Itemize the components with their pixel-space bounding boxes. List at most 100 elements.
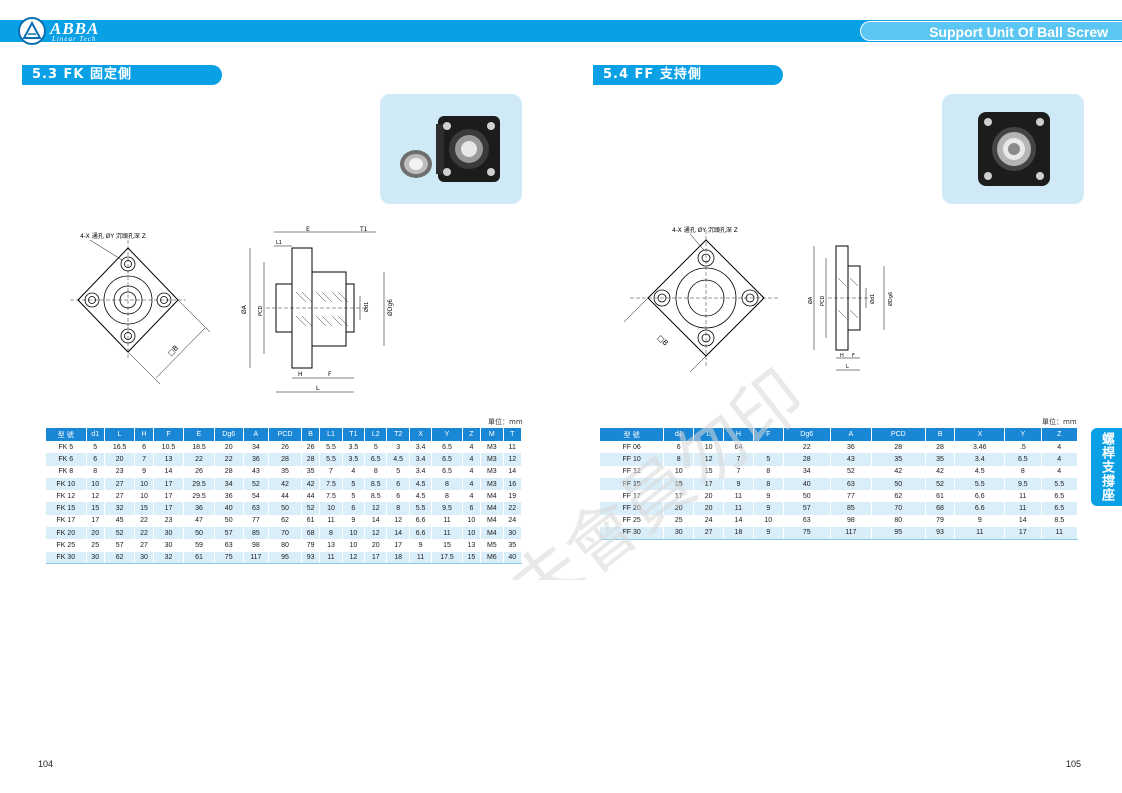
ff-side-drawing: ØA PCD Ød1 ØDg6 H F L	[807, 245, 894, 371]
ff-col-header: Y	[1004, 428, 1042, 441]
page-number-right: 105	[1066, 759, 1082, 769]
table-cell: 10	[342, 539, 366, 552]
table-cell: 9	[753, 490, 784, 503]
table-cell: 20	[104, 453, 136, 466]
fk-unit-label: 單位：mm	[488, 418, 523, 426]
table-cell: 19	[503, 490, 522, 503]
table-cell: 18	[723, 527, 754, 540]
fk-col-header: A	[243, 428, 270, 441]
table-cell: M5	[480, 539, 504, 552]
table-cell: FK 5	[46, 441, 87, 454]
table-cell: 11	[319, 551, 343, 565]
fk-col-header: M	[480, 428, 504, 441]
table-cell: 34	[214, 477, 244, 491]
table-cell: 10	[134, 477, 154, 491]
ff-dim-Dg6: ØDg6	[887, 292, 894, 306]
table-cell: 52	[104, 527, 136, 540]
table-cell: 23	[153, 514, 185, 528]
table-cell: 42	[925, 465, 956, 478]
table-cell: 4.5	[386, 453, 410, 466]
table-cell: 17.5	[431, 551, 463, 565]
table-cell: 70	[268, 527, 302, 540]
table-cell: 35	[925, 453, 956, 466]
table-cell: 5.5	[954, 477, 1006, 491]
table-cell: 11	[409, 551, 433, 565]
table-cell: 7	[723, 465, 754, 478]
ff-col-header: PCD	[871, 428, 926, 441]
table-cell: 12	[364, 502, 388, 515]
table-cell: 6.5	[364, 453, 388, 466]
header-title: Support Unit Of Ball Screw	[929, 24, 1108, 40]
table-cell: 6.5	[431, 465, 463, 478]
table-cell: 5.5	[409, 502, 433, 515]
table-cell: 12	[693, 453, 725, 466]
table-cell: 6	[462, 502, 482, 515]
table-cell: 79	[301, 539, 321, 552]
table-cell: 22	[503, 502, 522, 515]
table-cell: 8	[364, 465, 388, 478]
fk-col-header: H	[134, 428, 154, 441]
table-cell: FF 20	[600, 502, 665, 515]
table-cell: 62	[104, 551, 136, 565]
ff-col-header: Dg6	[783, 428, 831, 441]
ff-dim-d1: Ød1	[869, 294, 876, 304]
table-cell: 9	[723, 477, 754, 491]
table-cell: M4	[480, 502, 504, 515]
table-cell: FK 30	[46, 551, 87, 565]
table-cell: 80	[871, 514, 926, 528]
fk-col-header: L	[104, 428, 136, 441]
section-heading-fade	[779, 65, 793, 85]
table-cell: 28	[214, 465, 244, 478]
section-title-fk: 5.3 FK 固定側	[32, 67, 133, 82]
table-cell: 68	[925, 502, 956, 515]
ff-col-header: X	[954, 428, 1006, 441]
table-cell: 17	[1004, 527, 1042, 540]
ff-front-drawing: 4-X 通孔 ØY 沉頭孔深 Z □B	[623, 226, 780, 372]
table-cell: 13	[153, 453, 185, 466]
table-cell: 11	[1041, 527, 1079, 540]
fk-col-header: X	[409, 428, 433, 441]
ff-col-header: A	[830, 428, 873, 441]
table-cell: 98	[243, 539, 270, 552]
table-cell: 10	[342, 527, 366, 540]
table-cell: 77	[830, 490, 873, 503]
table-cell: 9	[409, 539, 433, 552]
table-cell: 63	[783, 514, 831, 528]
table-cell: 35	[301, 465, 321, 478]
table-cell: 75	[214, 551, 244, 565]
table-cell: 8	[753, 477, 784, 491]
table-cell: 5	[342, 477, 366, 491]
table-cell: 6.5	[431, 453, 463, 466]
table-cell: 27	[104, 477, 136, 491]
ff-col-header: d1	[663, 428, 695, 441]
table-cell: 8	[663, 453, 695, 466]
table-cell: 7	[134, 453, 154, 466]
table-cell: 63	[214, 539, 244, 552]
table-cell: 10	[319, 502, 343, 515]
table-cell: 98	[830, 514, 873, 528]
table-cell: 9.5	[431, 502, 463, 515]
table-cell: 5	[386, 465, 410, 478]
table-cell: 93	[925, 527, 956, 540]
table-cell: M3	[480, 441, 504, 454]
table-cell: 12	[86, 490, 105, 503]
fk-dim-H: H	[298, 371, 303, 378]
fk-col-header: PCD	[268, 428, 302, 441]
fk-dim-T1: T1	[359, 226, 368, 233]
table-cell: 6.6	[409, 527, 433, 540]
table-cell: 6.6	[954, 502, 1006, 515]
table-cell: 4.5	[954, 465, 1006, 478]
table-cell: 13	[319, 539, 343, 552]
table-cell: 79	[925, 514, 956, 528]
abba-logo: ABBA Linear Tech	[18, 17, 108, 45]
table-cell: 11	[431, 514, 463, 528]
table-cell: 6.5	[1004, 453, 1042, 466]
table-cell: 9	[342, 514, 366, 528]
table-cell: 7	[319, 465, 343, 478]
fk-col-header: Z	[462, 428, 482, 441]
table-cell: 9.5	[1004, 477, 1042, 491]
